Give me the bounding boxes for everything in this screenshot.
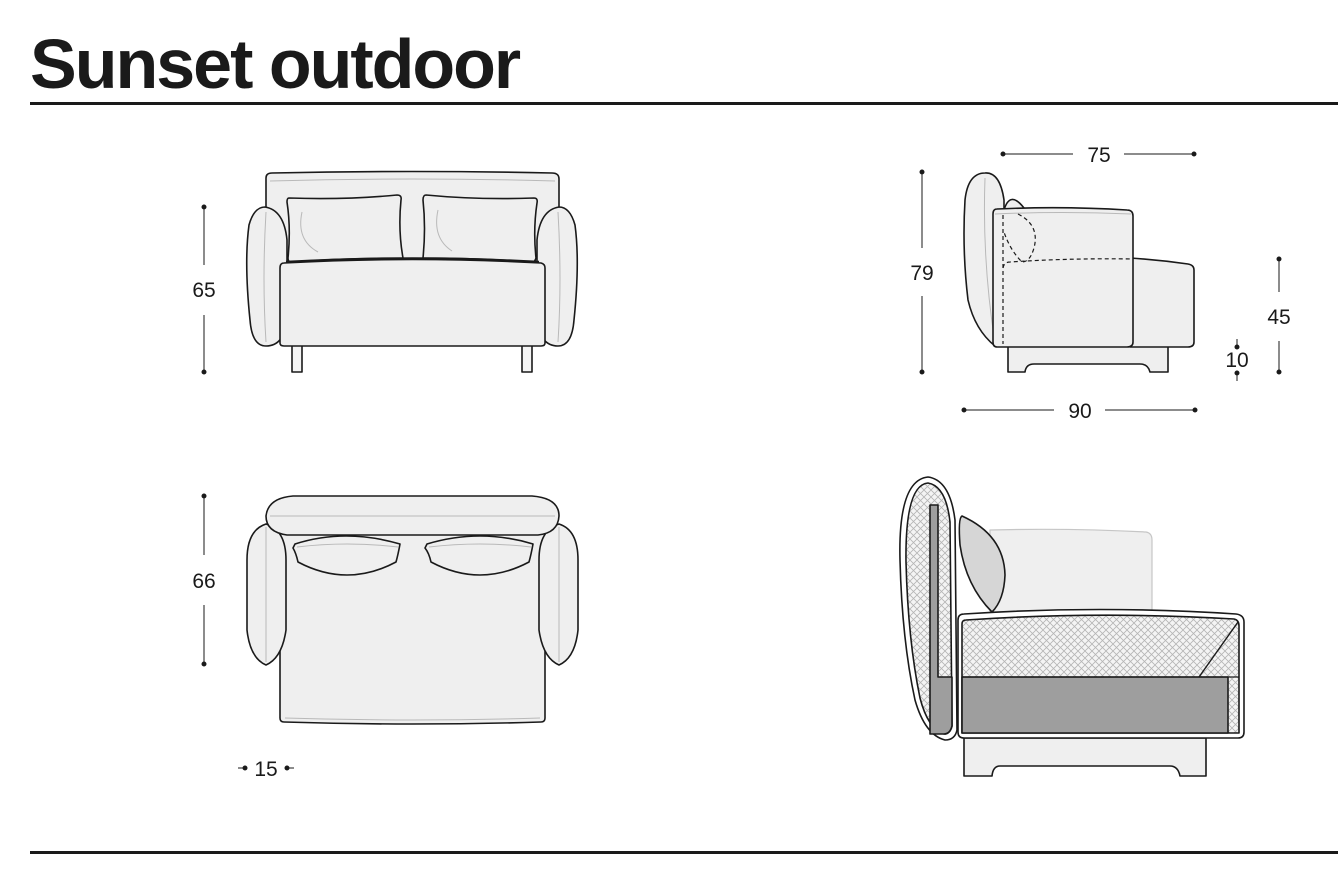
header-divider xyxy=(30,102,1338,105)
dimension-front-height xyxy=(201,204,207,375)
dimension-label-top-depth: 66 xyxy=(192,570,215,593)
section-base xyxy=(963,737,1207,777)
dimension-label-seat-height: 45 xyxy=(1267,306,1290,329)
side-base xyxy=(1007,345,1169,373)
pillow-top-right xyxy=(424,535,534,576)
dimension-armrest-width xyxy=(238,765,294,771)
dimension-label-front-height: 65 xyxy=(192,279,215,302)
section-back-cushion xyxy=(989,528,1153,613)
back-cushion-left xyxy=(286,194,404,263)
back-cushion-right xyxy=(422,194,538,263)
dimension-label-side-height: 79 xyxy=(910,262,933,285)
top-view xyxy=(246,495,579,725)
seat-cushion xyxy=(279,258,546,347)
dimension-label-armrest-width: 15 xyxy=(254,758,277,781)
dimension-label-base-height: 10 xyxy=(1225,349,1248,372)
armrest-left xyxy=(245,206,288,347)
section-armrest-frame xyxy=(929,504,953,735)
dimension-side-markers xyxy=(919,151,1282,413)
dimension-top-depth xyxy=(201,493,207,667)
side-view xyxy=(963,172,1195,373)
seat-top xyxy=(279,527,546,725)
footer-divider xyxy=(30,851,1338,854)
armrest-right xyxy=(536,206,579,347)
pillow-top-left xyxy=(292,535,401,576)
side-seat-extension xyxy=(1129,257,1195,348)
front-view xyxy=(245,170,579,373)
cross-section-view xyxy=(899,476,1245,777)
leg-right xyxy=(521,343,533,373)
dimension-label-total-depth: 90 xyxy=(1068,400,1091,423)
leg-left xyxy=(291,343,303,373)
side-cushion xyxy=(992,206,1134,348)
section-seat-foam xyxy=(961,676,1229,734)
page-title: Sunset outdoor xyxy=(30,25,521,103)
dimension-label-seat-depth: 75 xyxy=(1087,144,1110,167)
